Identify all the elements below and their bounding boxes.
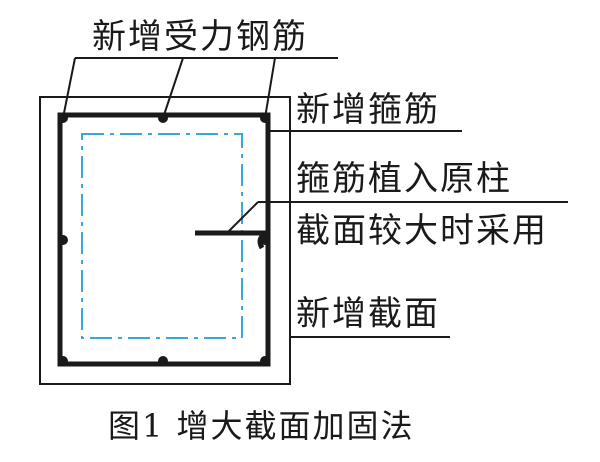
label-new-section: 新增截面 [296, 294, 440, 334]
leader-new-rebar [62, 57, 338, 119]
new-stirrup [57, 112, 271, 367]
label-new-stirrup: 新增箍筋 [296, 90, 440, 130]
original-column-outline [81, 133, 243, 339]
label-stirrup-embed-line2: 截面较大时采用 [296, 211, 548, 251]
leader-stirrup-embed [227, 201, 568, 233]
rebar-dot [58, 356, 68, 366]
label-stirrup-embed-line1: 箍筋植入原柱 [296, 159, 512, 199]
embedded-stirrup [195, 230, 269, 250]
new-section-outline [39, 96, 291, 385]
rebar-dots [58, 113, 270, 366]
rebar-dot [58, 235, 68, 245]
rebar-dot [260, 356, 270, 366]
label-new-rebar: 新增受力钢筋 [92, 17, 308, 57]
figure-caption: 图1 增大截面加固法 [108, 407, 415, 445]
rebar-dot [158, 356, 168, 366]
